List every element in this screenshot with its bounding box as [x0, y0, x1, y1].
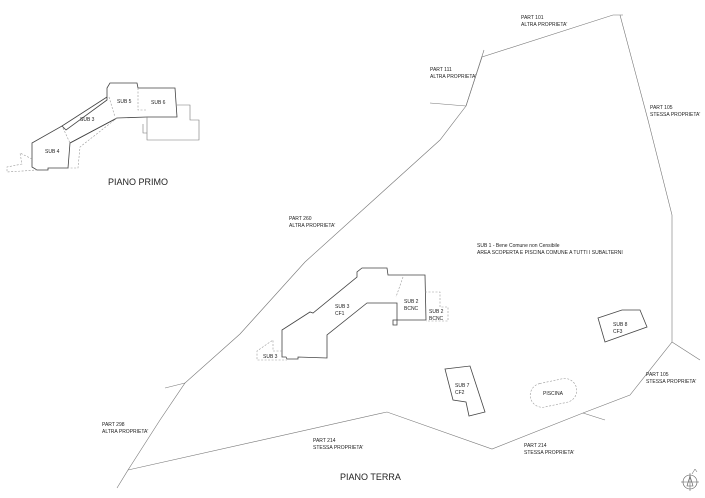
parcel-owner: STESSA PROPRIETA' [313, 444, 364, 451]
unit-name: SUB 2 [404, 299, 419, 305]
primo-building-outline [31, 82, 178, 171]
terra-sub3-ext-label: SUB 3 [263, 354, 278, 360]
primo-terrace-left [6, 152, 38, 173]
primo-sub3-lower-wall [69, 117, 118, 144]
primo-sub3-upper-wall [61, 96, 108, 127]
parcel-owner: STESSA PROPRIETA' [646, 378, 697, 385]
unit-category: CF3 [613, 328, 623, 335]
primo-annex-outline [146, 104, 200, 141]
primo-sub5-label: SUB 5 [117, 99, 132, 105]
boundary-stub-105 [671, 341, 701, 361]
unit-name: SUB 3 [335, 304, 350, 310]
primo-terrace-right [68, 117, 118, 169]
piscina-outline [529, 378, 578, 408]
piscina-label: PISCINA [543, 391, 564, 397]
unit-category: CF1 [335, 310, 345, 317]
terra-sub2-divider [395, 276, 404, 298]
primo-sub4-label: SUB 4 [45, 149, 60, 155]
sub7-outline [444, 365, 486, 417]
terra-sub3-ext [256, 339, 287, 361]
lot-boundary [116, 14, 623, 489]
primo-sub3-label: SUB 3 [80, 117, 95, 123]
terra-building-outline [281, 267, 427, 360]
terra-sub2-ext [425, 291, 449, 322]
boundary-stub-111 [429, 102, 467, 107]
parcel-number: PART 105 [646, 372, 669, 378]
primo-divider-sub3-sub4 [62, 127, 71, 144]
parcel-number: PART 298 [102, 422, 125, 428]
lot-boundary-east [127, 14, 673, 471]
unit-category: CF2 [455, 389, 465, 396]
unit-name: SUB 2 [429, 309, 444, 315]
primo-annex-inner [142, 124, 147, 134]
parcel-owner: ALTRA PROPRIETA' [521, 21, 568, 28]
parcel-number: PART 101 [521, 15, 544, 21]
parcel-owner: STESSA PROPRIETA' [524, 449, 575, 456]
parcel-number: PART 214 [313, 438, 336, 444]
primo-sub6-label: SUB 6 [151, 100, 166, 106]
parcel-number: PART 214 [524, 443, 547, 449]
parcel-owner: ALTRA PROPRIETA' [289, 222, 336, 229]
unit-category: BCNC [404, 305, 419, 312]
parcel-owner: ALTRA PROPRIETA' [430, 73, 477, 80]
primo-divider-sub5 [108, 96, 116, 118]
boundary-stub-111-b [465, 49, 485, 107]
parcel-owner: ALTRA PROPRIETA' [102, 428, 149, 435]
unit-name: SUB 7 [455, 383, 470, 389]
unit-category: BCNC [429, 315, 444, 322]
parcel-number: PART 260 [289, 216, 312, 222]
parcel-owner: STESSA PROPRIETA' [650, 111, 701, 118]
parcel-number: PART 105 [650, 105, 673, 111]
sub8-outline [597, 309, 648, 343]
sub1-description: AREA SCOPERTA E PISCINA COMUNE A TUTTI I… [477, 249, 623, 256]
sub1-title: SUB 1 - Bene Comune non Censibile [477, 243, 560, 249]
title-piano-terra: PIANO TERRA [340, 472, 401, 482]
title-piano-primo: PIANO PRIMO [108, 177, 169, 187]
boundary-stub-298 [164, 382, 186, 389]
boundary-stub-214 [582, 412, 606, 421]
primo-divider-sub6 [137, 88, 147, 111]
parcel-number: PART 111 [430, 67, 452, 73]
unit-name: SUB 8 [613, 322, 628, 328]
north-arrow-compass-icon [681, 468, 699, 491]
